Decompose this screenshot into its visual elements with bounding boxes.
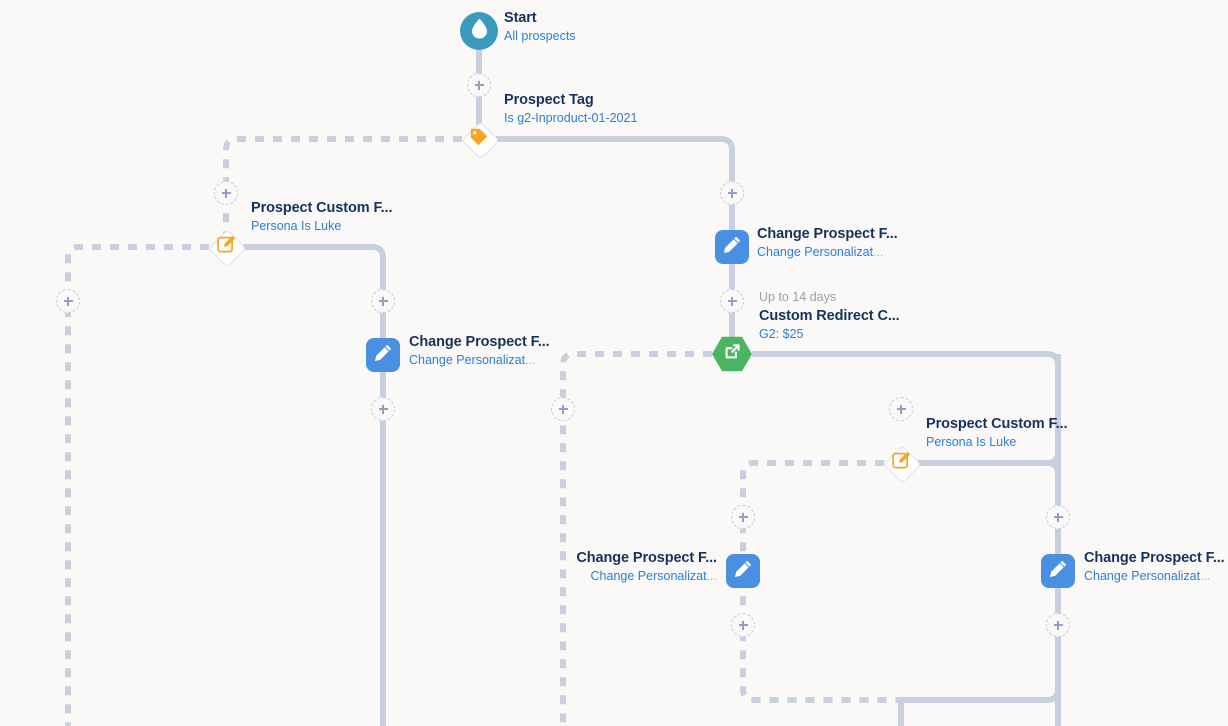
node-title: Prospect Custom F...	[251, 200, 393, 217]
edit-square-icon	[891, 451, 910, 469]
node-shape-circle[interactable]	[460, 12, 498, 50]
tag-icon	[470, 128, 488, 145]
node-prospect-custom-field-2[interactable]	[884, 446, 918, 480]
node-subtitle-ellipsis: ...	[525, 353, 536, 368]
add-step-icon[interactable]	[371, 289, 395, 313]
add-step-icon[interactable]	[889, 397, 913, 421]
node-label-prospect-custom-field-1: Prospect Custom F... Persona Is Luke	[251, 199, 393, 235]
node-subtitle-ellipsis: ...	[706, 569, 717, 584]
node-change-prospect-field-1[interactable]	[366, 338, 400, 372]
node-label-prospect-tag: Prospect Tag Is g2-Inproduct-01-2021	[504, 91, 637, 127]
add-step-icon[interactable]	[214, 181, 238, 205]
node-shape-rsq[interactable]	[1041, 554, 1075, 588]
node-shape-hex[interactable]	[712, 336, 752, 372]
add-step-icon[interactable]	[1046, 505, 1070, 529]
node-label-prospect-custom-field-2: Prospect Custom F... Persona Is Luke	[926, 415, 1068, 451]
node-label-change-prospect-field-4: Change Prospect F... Change Personalizat.…	[1084, 549, 1225, 585]
node-subtitle: All prospects	[504, 29, 576, 44]
add-step-icon[interactable]	[551, 397, 575, 421]
node-prospect-custom-field-1[interactable]	[209, 230, 243, 264]
node-change-prospect-field-2[interactable]	[715, 230, 749, 264]
add-step-icon[interactable]	[720, 289, 744, 313]
node-title: Prospect Tag	[504, 92, 594, 109]
node-subtitle: Change Personalizat...	[409, 353, 536, 368]
add-step-icon[interactable]	[371, 397, 395, 421]
add-step-icon[interactable]	[720, 181, 744, 205]
pencil-icon	[734, 560, 752, 583]
node-title: Change Prospect F...	[576, 550, 717, 567]
edge-redirect-no	[560, 351, 712, 726]
pencil-icon	[1050, 560, 1067, 577]
edge-custom2-no	[740, 460, 901, 703]
node-start[interactable]	[460, 12, 498, 50]
pencil-icon	[375, 344, 392, 361]
node-change-prospect-field-4[interactable]	[1041, 554, 1075, 588]
pencil-icon	[735, 560, 752, 577]
node-shape-rsq[interactable]	[726, 554, 760, 588]
add-step-icon[interactable]	[467, 73, 491, 97]
pencil-icon	[723, 236, 741, 259]
node-shape-diamond[interactable]	[209, 230, 243, 264]
water-drop-icon	[471, 18, 487, 39]
node-subtitle: Persona Is Luke	[251, 219, 342, 234]
external-link-icon	[725, 344, 740, 359]
add-step-icon[interactable]	[731, 613, 755, 637]
edit-square-icon	[216, 235, 236, 259]
node-pretitle: Up to 14 days	[759, 289, 837, 304]
node-subtitle: Change Personalizat...	[590, 569, 717, 584]
node-subtitle: Change Personalizat...	[1084, 569, 1211, 584]
edge-tag-yes	[496, 136, 735, 247]
node-subtitle: Change Personalizat...	[757, 245, 884, 260]
edge-custom1-yes	[243, 244, 386, 726]
node-prospect-tag[interactable]	[462, 122, 496, 156]
node-title: Custom Redirect C...	[759, 307, 900, 324]
node-label-change-prospect-field-1: Change Prospect F... Change Personalizat.…	[409, 333, 550, 369]
node-subtitle: Persona Is Luke	[926, 435, 1017, 450]
add-step-icon[interactable]	[1046, 613, 1070, 637]
node-shape-rsq[interactable]	[366, 338, 400, 372]
water-drop-icon	[471, 18, 488, 44]
edge-tag-no	[223, 136, 462, 247]
node-shape-rsq[interactable]	[715, 230, 749, 264]
pencil-icon	[374, 344, 392, 367]
add-step-icon[interactable]	[731, 505, 755, 529]
node-subtitle: G2: $25	[759, 326, 804, 341]
edge-custom1-no	[65, 244, 209, 726]
node-title: Prospect Custom F...	[926, 416, 1068, 433]
node-subtitle-ellipsis: ...	[1200, 569, 1211, 584]
node-title: Change Prospect F...	[1084, 550, 1225, 567]
node-title: Change Prospect F...	[409, 334, 550, 351]
external-link-icon	[723, 342, 742, 366]
node-change-prospect-field-3[interactable]	[726, 554, 760, 588]
node-custom-redirect[interactable]	[712, 336, 752, 372]
node-shape-diamond[interactable]	[462, 122, 496, 156]
node-subtitle: Is g2-Inproduct-01-2021	[504, 111, 638, 126]
add-step-icon[interactable]	[56, 289, 80, 313]
node-title: Start	[504, 10, 537, 27]
node-subtitle-ellipsis: ...	[873, 245, 884, 260]
node-label-change-prospect-field-2: Change Prospect F... Change Personalizat.…	[757, 225, 898, 261]
node-shape-diamond[interactable]	[884, 446, 918, 480]
edge-custom2-yes	[901, 460, 1061, 703]
edit-square-icon	[891, 451, 911, 475]
node-title: Change Prospect F...	[757, 226, 898, 243]
pencil-icon	[1049, 560, 1067, 583]
node-label-change-prospect-field-3: Change Prospect F... Change Personalizat.…	[576, 549, 717, 585]
tag-icon	[470, 128, 488, 151]
pencil-icon	[724, 236, 741, 253]
edit-square-icon	[216, 235, 235, 253]
